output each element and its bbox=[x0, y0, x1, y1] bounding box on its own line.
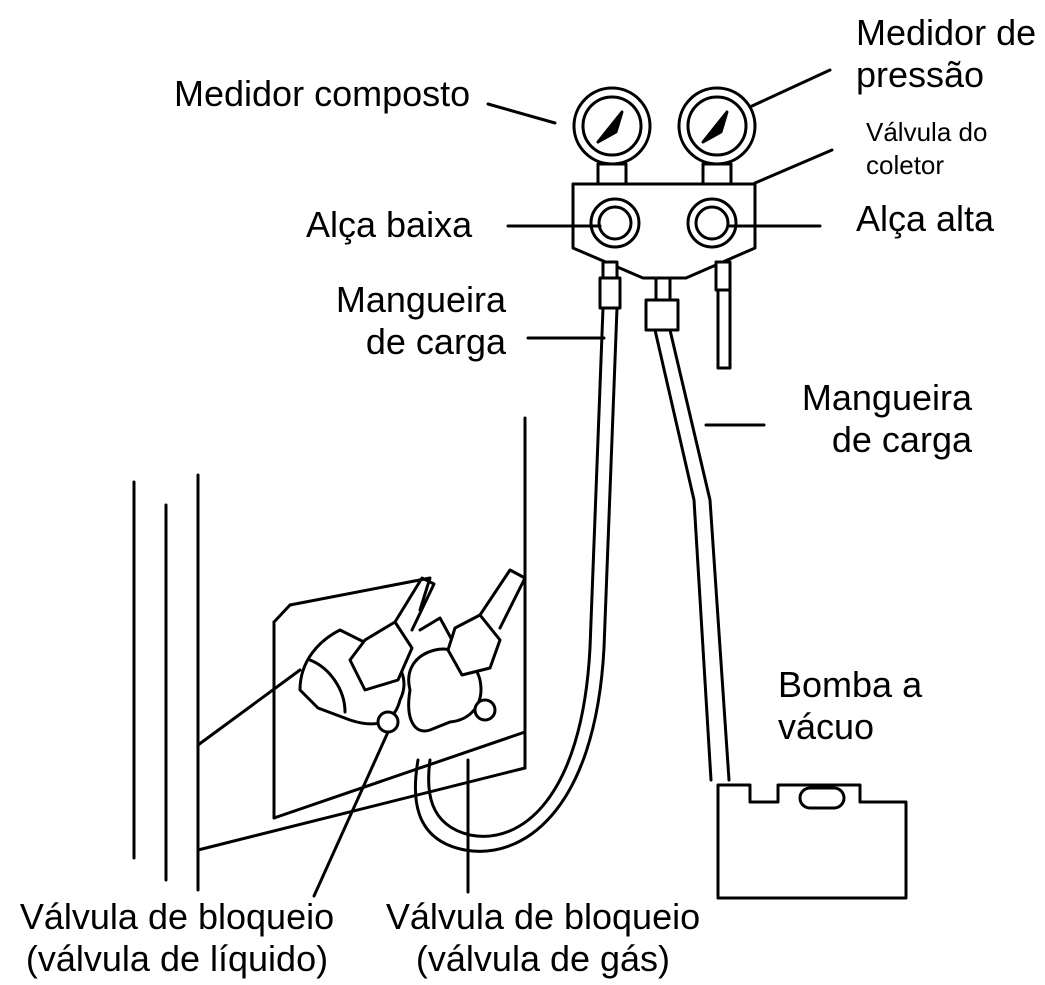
gas-stop-valve-icon bbox=[407, 568, 527, 733]
leader-lines bbox=[312, 68, 834, 898]
liquid-stop-valve-label: Válvula de bloqueio (válvula de líquido) bbox=[19, 896, 335, 979]
charge-hose-left bbox=[413, 306, 619, 853]
charge-hose-left-label: Mangueira de carga bbox=[335, 279, 506, 362]
compound-gauge-icon bbox=[572, 86, 652, 186]
vacuum-pump-icon bbox=[716, 783, 908, 900]
pressure-gauge-icon bbox=[677, 86, 757, 186]
manifold-valve-label: Válvula do coletor bbox=[866, 117, 988, 180]
liquid-stop-valve-icon bbox=[288, 576, 436, 734]
hose-fitting-left bbox=[598, 276, 622, 310]
vacuum-pump-label: Bomba a vácuo bbox=[778, 664, 923, 747]
outdoor-unit-outline bbox=[132, 416, 527, 892]
charge-hose-right bbox=[653, 328, 731, 782]
hose-fitting-center bbox=[644, 298, 680, 332]
pressure-gauge-label: Medidor de pressão bbox=[856, 12, 1037, 95]
compound-gauge-label: Medidor composto bbox=[174, 73, 471, 114]
charge-hose-right-label: Mangueira de carga bbox=[801, 377, 972, 460]
high-handle-label: Alça alta bbox=[856, 198, 995, 239]
manifold-body bbox=[571, 182, 757, 370]
gas-stop-valve-label: Válvula de bloqueio (válvula de gás) bbox=[385, 896, 701, 979]
low-handle-label: Alça baixa bbox=[306, 204, 473, 245]
